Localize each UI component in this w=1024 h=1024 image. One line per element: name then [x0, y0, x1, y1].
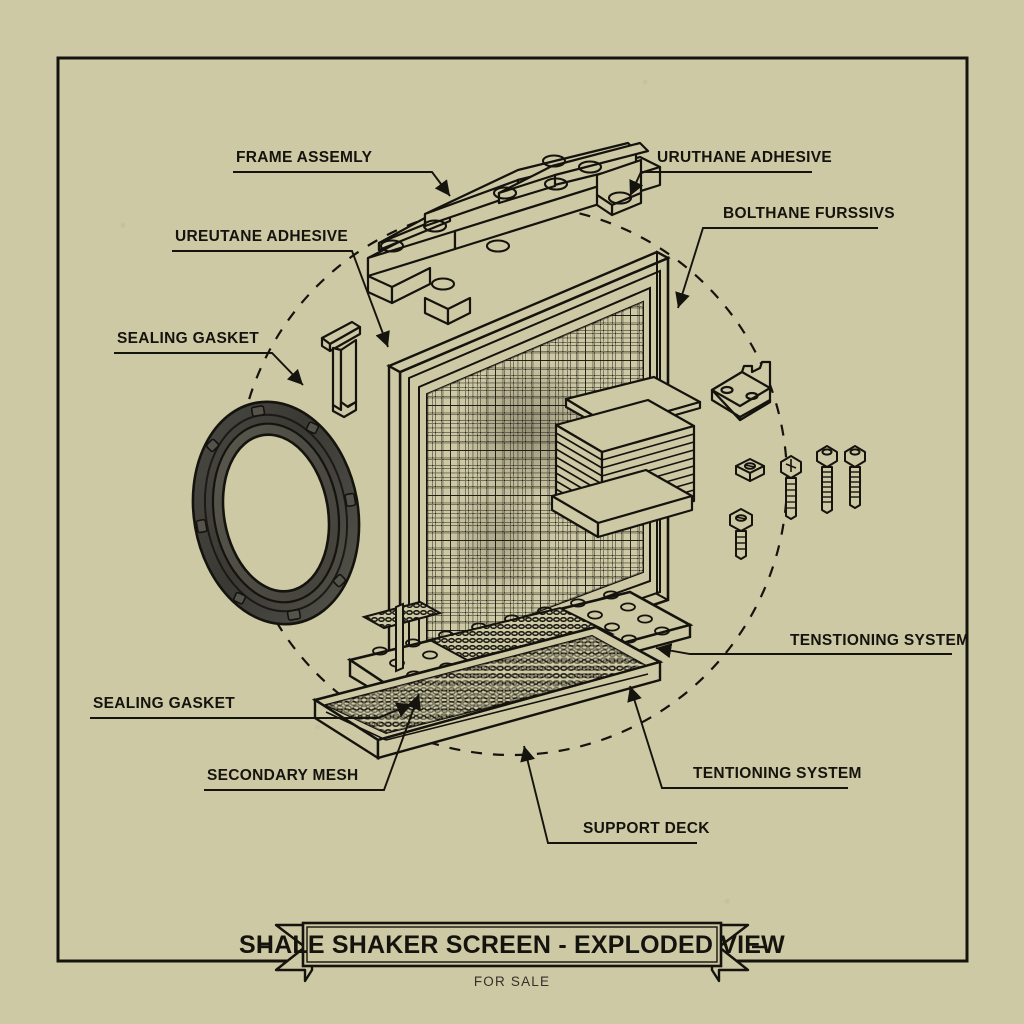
callout-urethane-adhesive-top-right[interactable] [629, 171, 812, 197]
banner-inner-rule [306, 926, 718, 963]
title-banner: SHALE SHAKER SCREEN - EXPLODED VIEW FOR … [239, 921, 785, 989]
part-mount-bracket [710, 360, 772, 422]
part-bolt-4 [816, 445, 838, 514]
callout-tenstioning-system-right[interactable] [655, 643, 952, 659]
callout-secondary-mesh[interactable] [204, 693, 421, 791]
part-bolt-1 [729, 508, 753, 560]
callout-frame-assembly[interactable] [233, 171, 451, 197]
callout-bolthane-fasteners[interactable] [675, 227, 878, 309]
part-bolt-2 [844, 445, 866, 509]
part-screen-panel [386, 250, 671, 693]
callouts-layer [90, 171, 952, 844]
part-hex-nut [735, 458, 765, 482]
banner-box [301, 921, 723, 968]
callout-label-tentioning-system-bottom: TENTIONING SYSTEM [693, 765, 862, 782]
drawing-subtitle: FOR SALE [474, 974, 550, 989]
callout-urethane-adhesive-left[interactable] [172, 250, 390, 348]
callout-sealing-gasket-top[interactable] [114, 352, 304, 386]
callout-label-sealing-gasket-top: SEALING GASKET [117, 330, 259, 347]
drawing-title: SHALE SHAKER SCREEN - EXPLODED VIEW [239, 931, 785, 959]
part-adhesive-bead [320, 320, 362, 419]
callout-tentioning-system-bottom[interactable] [627, 685, 848, 789]
part-support-post [395, 602, 404, 673]
part-tension-plates [550, 375, 702, 539]
callout-sealing-gasket-bottom[interactable] [90, 702, 413, 719]
callout-label-tenstioning-system-right: TENSTIONING SYSTEM [790, 632, 969, 649]
part-bolt-3 [780, 455, 802, 520]
frame-bolt-holes [379, 154, 633, 291]
callout-label-sealing-gasket-bottom: SEALING GASKET [93, 695, 235, 712]
callout-label-frame-assembly: FRAME ASSEMLY [236, 149, 373, 166]
callout-label-urethane-adhesive-top-right: URUTHANE ADHESIVE [657, 149, 832, 166]
callout-support-deck[interactable] [520, 745, 697, 844]
callout-label-support-deck: SUPPORT DECK [583, 820, 710, 837]
callout-label-bolthane-fasteners: BOLTHANE FURSSIVS [723, 205, 895, 222]
part-sealing-gasket [191, 400, 361, 626]
callout-label-urethane-adhesive-left: UREUTANE ADHESIVE [175, 228, 348, 245]
callout-label-secondary-mesh: SECONDARY MESH [207, 767, 358, 784]
